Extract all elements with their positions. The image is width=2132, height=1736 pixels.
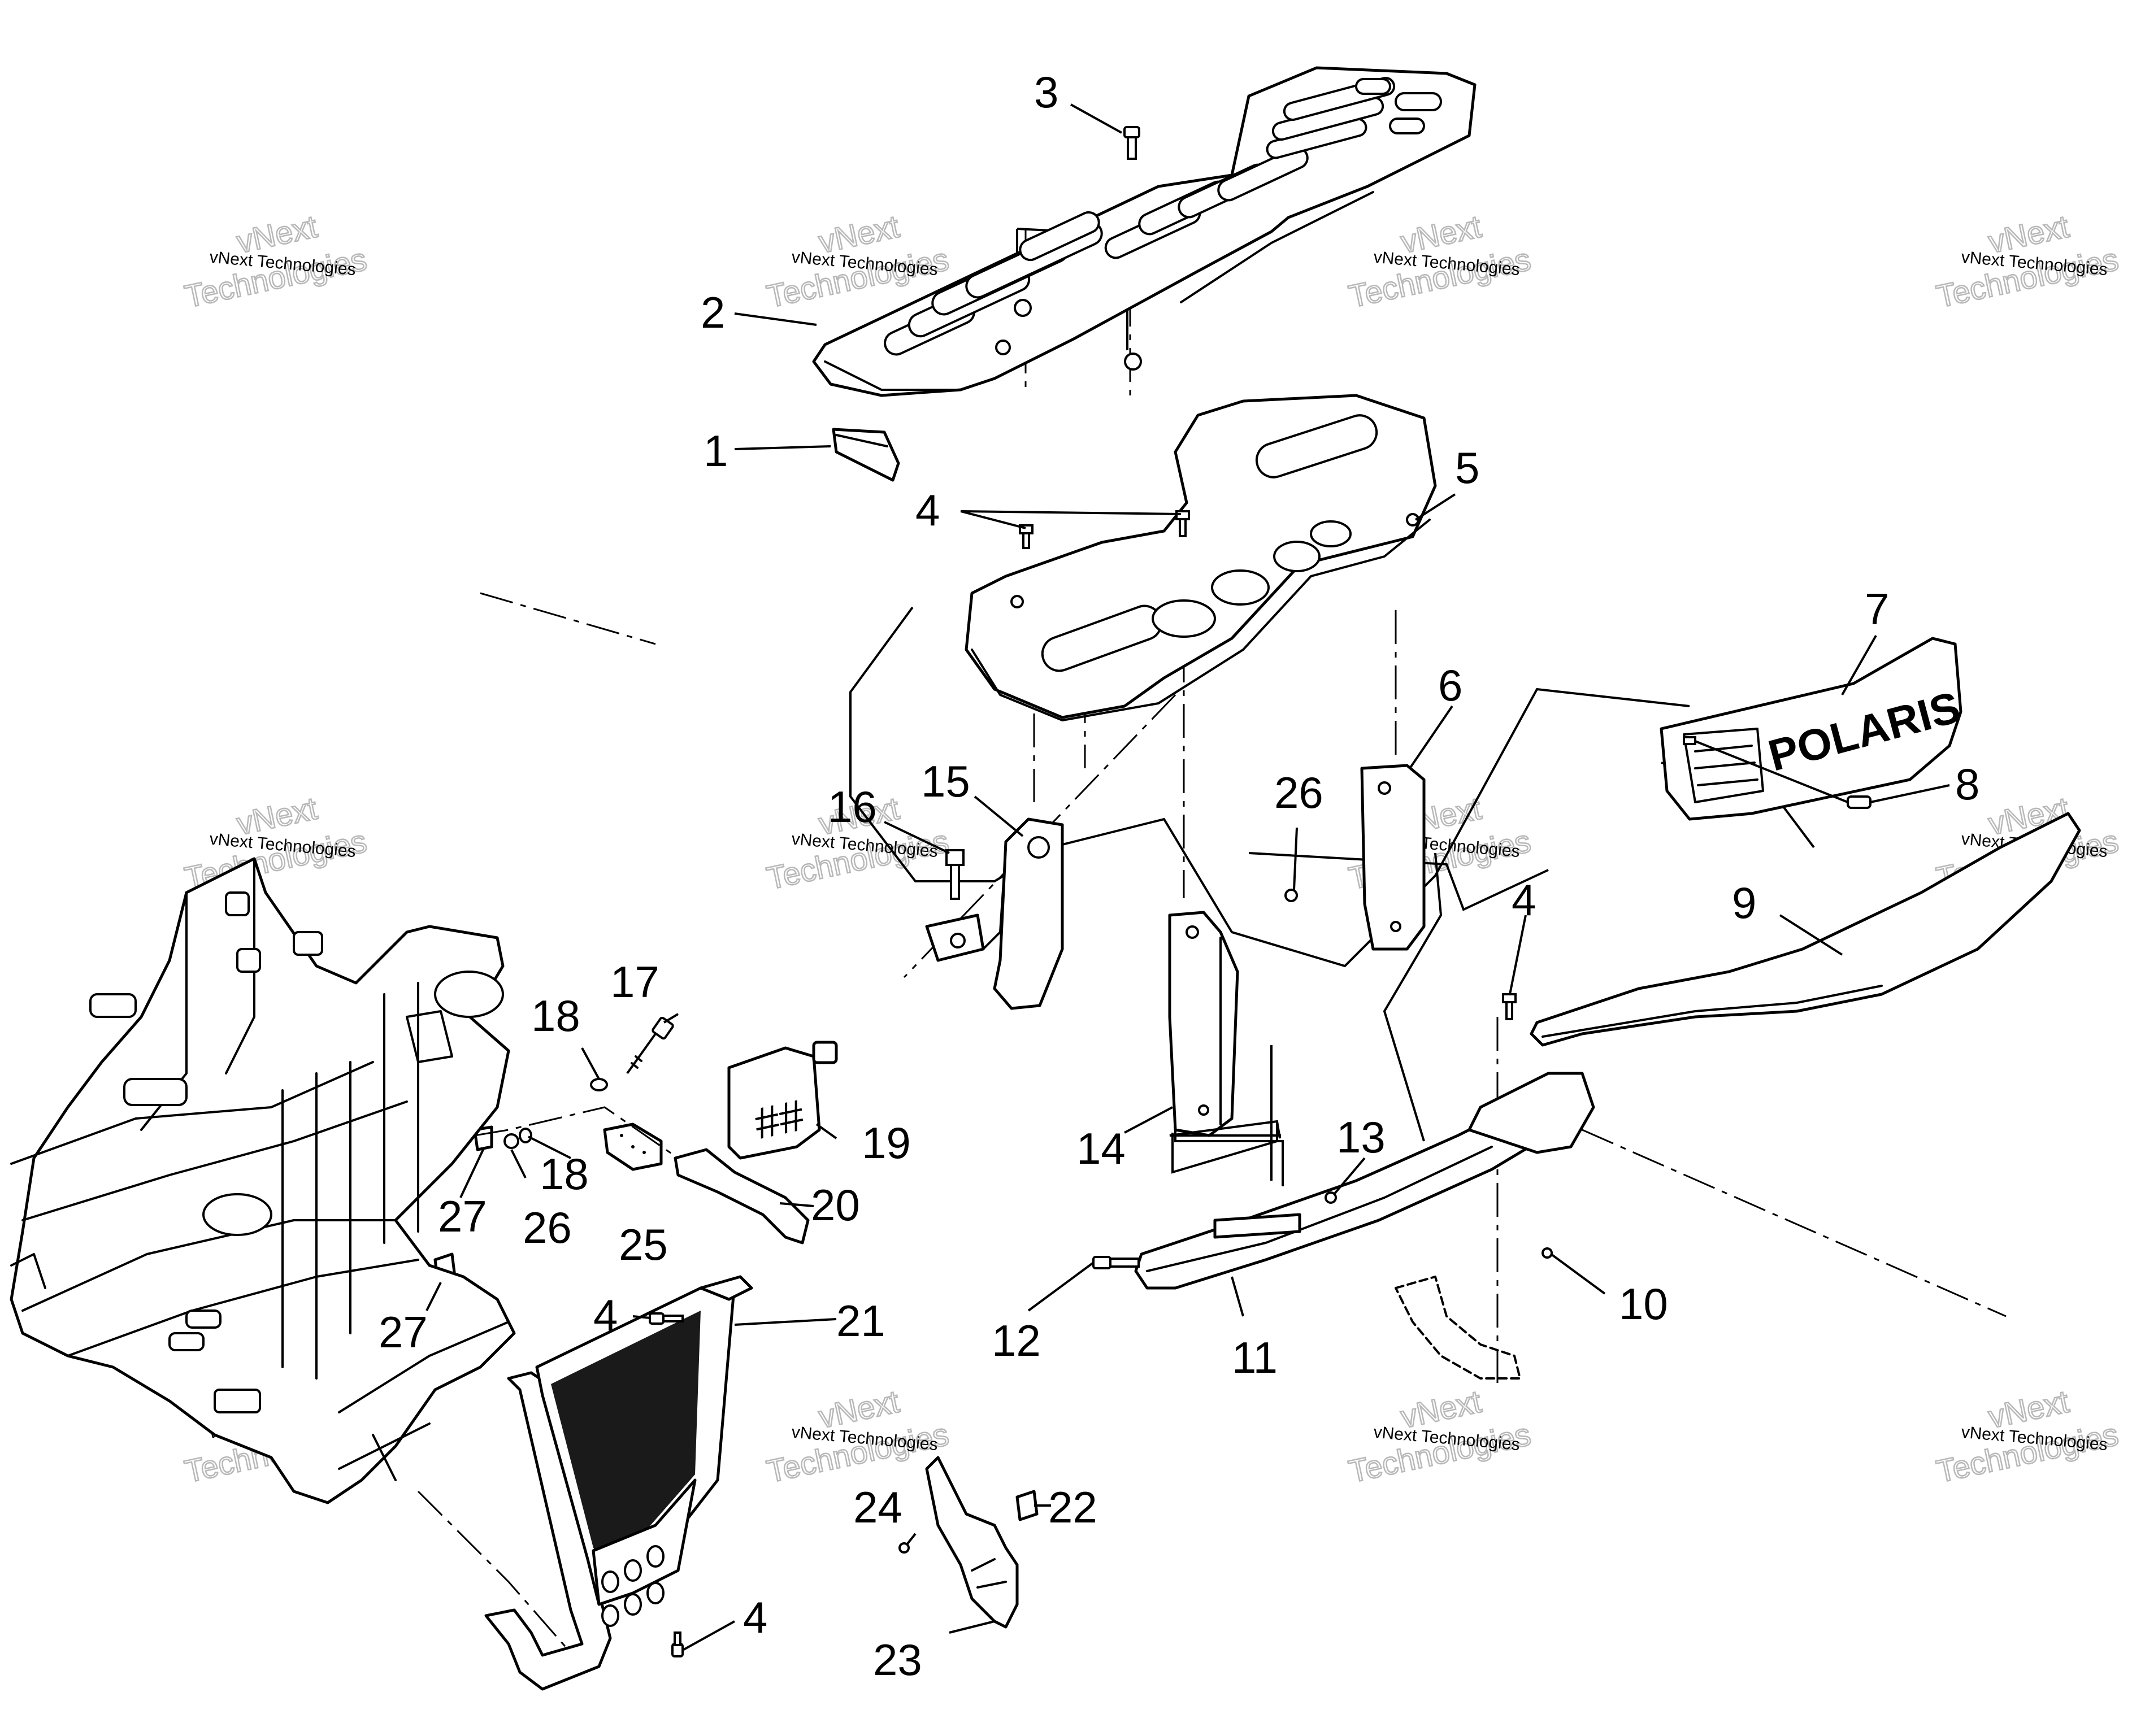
outline-box (1171, 1121, 1278, 1174)
part-ghost-bracket (1395, 1276, 1521, 1380)
part-26-nut-left (503, 1133, 519, 1149)
callout-27a: 27 (438, 1191, 487, 1241)
part-25-block (603, 1122, 663, 1171)
part-5-mount-plate (965, 394, 1437, 721)
callout-27b: 27 (379, 1307, 428, 1357)
callout-20: 20 (811, 1180, 860, 1230)
callout-7: 7 (1865, 584, 1889, 634)
callout-26b: 26 (523, 1203, 572, 1252)
part-20-bracket (674, 1148, 810, 1245)
part-15-bracket (925, 817, 1064, 1010)
part-26-nut (1284, 889, 1298, 902)
callout-1: 1 (704, 426, 728, 476)
rack-slots (884, 77, 1442, 356)
part-4-screw-lower-bottom (671, 1631, 684, 1657)
dotted-outline (1169, 1120, 1281, 1139)
callout-9: 9 (1732, 878, 1756, 928)
callout-4b: 4 (593, 1290, 618, 1340)
callout-4d: 4 (1512, 875, 1536, 925)
part-11-tube (1134, 1072, 1595, 1290)
callout-8: 8 (1955, 759, 1979, 809)
callout-18a: 18 (531, 991, 580, 1041)
callout-25: 25 (619, 1220, 668, 1269)
callout-22: 22 (1048, 1482, 1097, 1532)
part-13-nut (1325, 1191, 1337, 1204)
part-18-washer-upper (590, 1078, 608, 1091)
callout-leaders (425, 103, 1950, 1651)
callout-18b: 18 (540, 1149, 589, 1199)
part-4-screw-right (1502, 993, 1517, 1020)
part-2-front-rack (812, 66, 1477, 397)
callout-14: 14 (1076, 1124, 1126, 1173)
callout-15: 15 (921, 756, 970, 806)
callout-19: 19 (862, 1118, 911, 1168)
chassis-frame (10, 857, 516, 1504)
part-17-bolt (626, 1016, 674, 1074)
part-22-clip (1015, 1490, 1039, 1521)
part-14-bracket (1168, 911, 1239, 1137)
part-12-bolt (1092, 1256, 1140, 1269)
part-4-screws-upper (1019, 510, 1190, 549)
callout-10: 10 (1619, 1279, 1668, 1329)
part-8-screw (1683, 736, 1872, 809)
callout-12: 12 (992, 1316, 1041, 1365)
part-18-washer-lower (519, 1128, 532, 1143)
callout-labels: 3 2 1 4 5 6 7 8 9 10 11 12 13 14 15 16 1… (379, 67, 1979, 1685)
align-line-fasteners (474, 1106, 679, 1159)
callout-3: 3 (1034, 67, 1058, 117)
part-24-pin (898, 1533, 917, 1554)
part-21-brush-guard (484, 1275, 753, 1691)
part-3-screw (1123, 126, 1140, 160)
part-10-nut (1542, 1247, 1553, 1259)
lamp-mark: ## (750, 1090, 808, 1148)
callout-21: 21 (836, 1296, 885, 1346)
callout-4a: 4 (915, 485, 940, 535)
part-7-grille: POLARIS (1660, 637, 1965, 821)
part-16-bolt (945, 849, 965, 900)
callout-26a: 26 (1274, 768, 1323, 817)
callout-11: 11 (1232, 1333, 1278, 1382)
callout-16: 16 (828, 782, 877, 832)
callout-4c: 4 (743, 1593, 767, 1642)
part-9-bumper (1530, 812, 2081, 1047)
callout-24: 24 (853, 1482, 902, 1532)
callout-17: 17 (610, 957, 659, 1007)
callout-6: 6 (1438, 660, 1462, 710)
part-23-panel (925, 1456, 1019, 1629)
part-6-bracket (1360, 764, 1426, 951)
part-19-lamp: ## (727, 1041, 838, 1160)
callout-13: 13 (1336, 1112, 1386, 1162)
callout-5: 5 (1455, 443, 1479, 493)
callout-23: 23 (873, 1635, 922, 1685)
callout-2: 2 (701, 288, 725, 337)
part-1-plate (832, 428, 900, 482)
part-4-screw-lower-left (649, 1312, 684, 1325)
